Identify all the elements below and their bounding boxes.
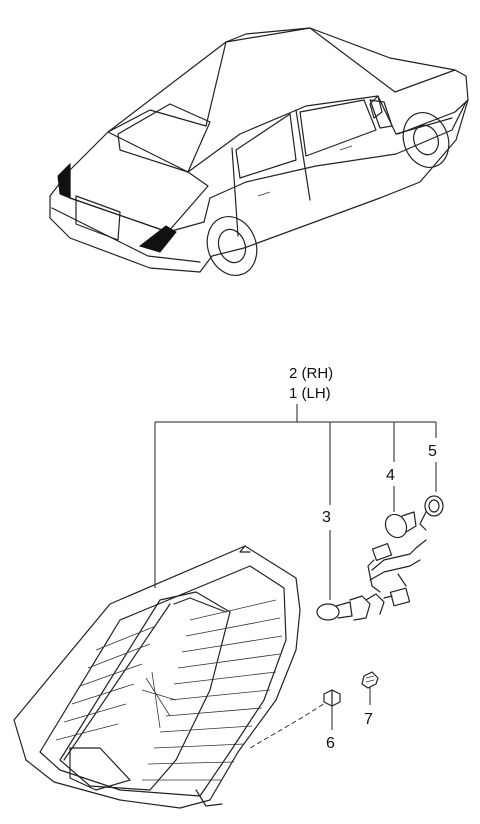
right-tail-lamp-highlight — [138, 225, 177, 253]
wiring-harness — [349, 539, 427, 621]
callout-1-label: 1 (LH) — [289, 385, 331, 402]
callout-6-label: 6 — [326, 735, 335, 752]
callout-4-label: 4 — [386, 467, 395, 484]
callout-7-label: 7 — [364, 711, 373, 728]
callout-3-label: 3 — [322, 509, 331, 526]
bulb-3 — [316, 601, 353, 621]
left-tail-lamp-highlight — [57, 162, 71, 199]
car-illustration — [49, 27, 469, 276]
bulb-4 — [384, 511, 417, 539]
screw-7 — [361, 671, 379, 689]
socket-5 — [419, 495, 444, 531]
callout-2-label: 2 (RH) — [289, 365, 333, 382]
nut-6 — [323, 689, 341, 707]
leader-lines — [154, 404, 437, 749]
callout-5-label: 5 — [428, 443, 437, 460]
tail-lamp-assembly — [13, 545, 301, 809]
